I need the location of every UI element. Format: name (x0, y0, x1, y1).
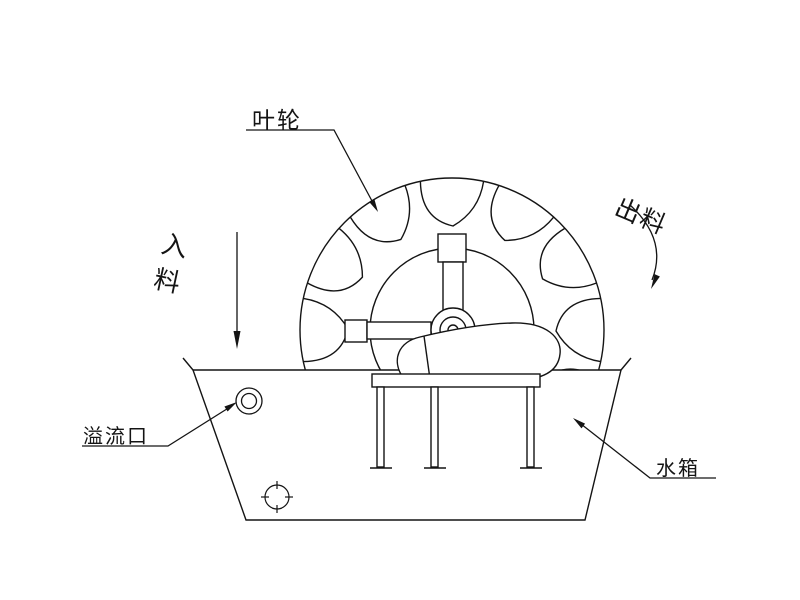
bucket-scoop (419, 181, 485, 227)
annotation-lines (82, 129, 716, 479)
tank-left-lip (182, 357, 194, 371)
bucket-scoop (555, 297, 602, 363)
water-tank-outline (182, 357, 632, 521)
bucket-scoop (525, 227, 598, 307)
support-stand (370, 373, 542, 469)
impeller-leader-line (246, 129, 373, 202)
drain-circle (261, 481, 293, 513)
impeller-label: 叶轮 (252, 107, 302, 133)
overflow-port-circle (235, 387, 263, 415)
hub-top-block (437, 233, 467, 263)
hub-left-block (344, 319, 368, 343)
overflow-port-label: 溢流口 (83, 426, 149, 448)
discharge-arrow-curve (629, 204, 658, 281)
tank-arrowhead-icon (573, 418, 586, 429)
overflow-arrowhead-icon (224, 402, 237, 412)
impeller-arrowhead-icon (369, 199, 378, 212)
bucket-scoop (349, 184, 429, 257)
stand-top-plate (371, 373, 541, 388)
bucket-scoop (306, 227, 379, 307)
stand-middle-leg (430, 386, 439, 468)
discharge-arrowhead-icon (651, 274, 660, 289)
feed-arrowhead-icon (233, 331, 241, 349)
tank-leader-line (580, 423, 716, 479)
stand-left-leg (376, 386, 385, 468)
motor-seam (423, 335, 431, 380)
tank-right-lip (620, 357, 632, 371)
water-tank-label: 水箱 (656, 458, 700, 480)
bucket-scoop (302, 297, 349, 363)
stand-right-leg (526, 386, 535, 468)
arrowheads (224, 199, 660, 429)
bucket-scoop (475, 184, 555, 257)
overflow-inner-ring (240, 392, 258, 410)
overflow-leader-line (82, 406, 231, 447)
